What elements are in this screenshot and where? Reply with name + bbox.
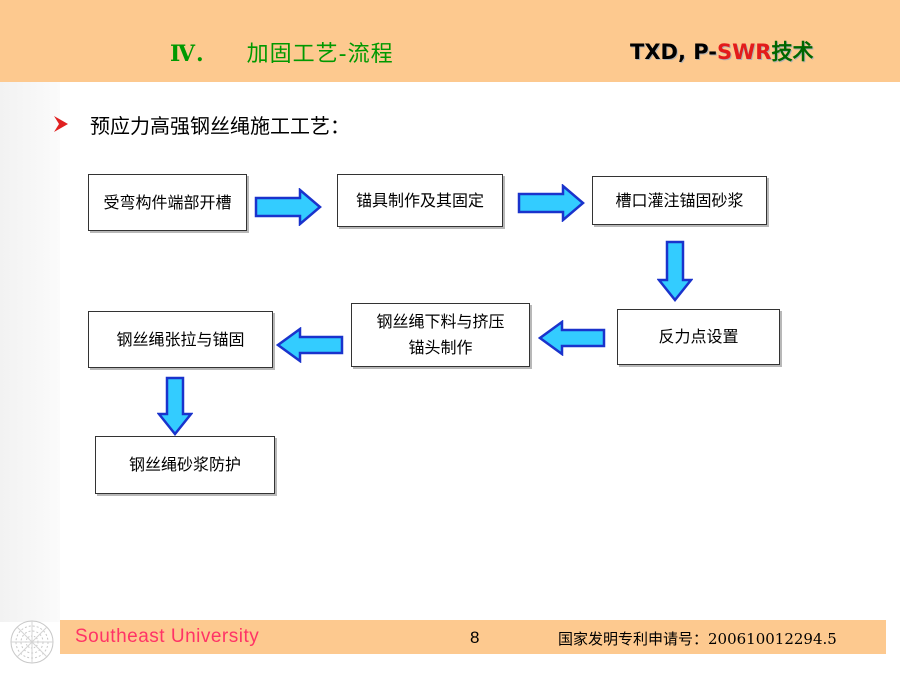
slide-title: Ⅳ. 加固工艺-流程 <box>170 36 394 68</box>
arrow-bullet-icon <box>54 116 68 132</box>
section-number: Ⅳ. <box>170 41 205 67</box>
flow-step-label: 反力点设置 <box>658 327 739 347</box>
brand-p: P- <box>693 40 717 64</box>
brand-txd: TXD, <box>630 40 686 64</box>
bullet-text: 预应力高强钢丝绳施工工艺： <box>90 113 350 138</box>
title-text: 加固工艺-流程 <box>246 42 394 67</box>
bullet-item: 预应力高强钢丝绳施工工艺： <box>54 110 350 138</box>
slide-header: Ⅳ. 加固工艺-流程 TXD, P-SWR技术 <box>0 0 900 82</box>
flow-step-label: 锚具制作及其固定 <box>355 190 484 210</box>
slide-footer: Southeast University 8 国家发明专利申请号：2006100… <box>60 620 886 654</box>
flow-step-cable-cutting: 钢丝绳下料与挤压 锚头制作 <box>351 303 530 367</box>
flow-step-mortar-protection: 钢丝绳砂浆防护 <box>95 436 275 494</box>
brand-tech: 技术 <box>771 40 814 64</box>
brand-label: TXD, P-SWR技术 <box>630 36 813 66</box>
arrow-right-icon <box>517 184 585 222</box>
page-number: 8 <box>470 628 480 647</box>
patent-number: 国家发明专利申请号：200610012294.5 <box>558 630 837 648</box>
flow-step-tensioning: 钢丝绳张拉与锚固 <box>88 311 273 368</box>
university-logo-icon <box>10 620 54 664</box>
arrow-right-icon <box>254 188 322 226</box>
arrow-left-icon <box>276 327 344 363</box>
arrow-left-icon <box>538 320 606 356</box>
flow-step-reaction-point: 反力点设置 <box>617 309 780 365</box>
flow-step-label: 钢丝绳张拉与锚固 <box>116 329 245 349</box>
university-name: Southeast University <box>75 626 260 647</box>
flow-step-label: 槽口灌注锚固砂浆 <box>615 190 744 210</box>
flow-step-label: 受弯构件端部开槽 <box>103 192 232 212</box>
flow-step-anchor-fabrication: 锚具制作及其固定 <box>337 174 503 227</box>
arrow-down-icon <box>657 240 693 302</box>
flow-step-label-line2: 锚头制作 <box>408 338 473 357</box>
brand-swr: SWR <box>717 40 772 64</box>
flow-step-label-line1: 钢丝绳下料与挤压 <box>376 312 505 332</box>
flow-step-slotting: 受弯构件端部开槽 <box>88 174 247 231</box>
arrow-down-icon <box>157 376 193 436</box>
flow-step-label: 钢丝绳砂浆防护 <box>128 455 241 475</box>
flow-step-grouting: 槽口灌注锚固砂浆 <box>592 176 767 225</box>
left-decorative-strip <box>0 82 60 622</box>
